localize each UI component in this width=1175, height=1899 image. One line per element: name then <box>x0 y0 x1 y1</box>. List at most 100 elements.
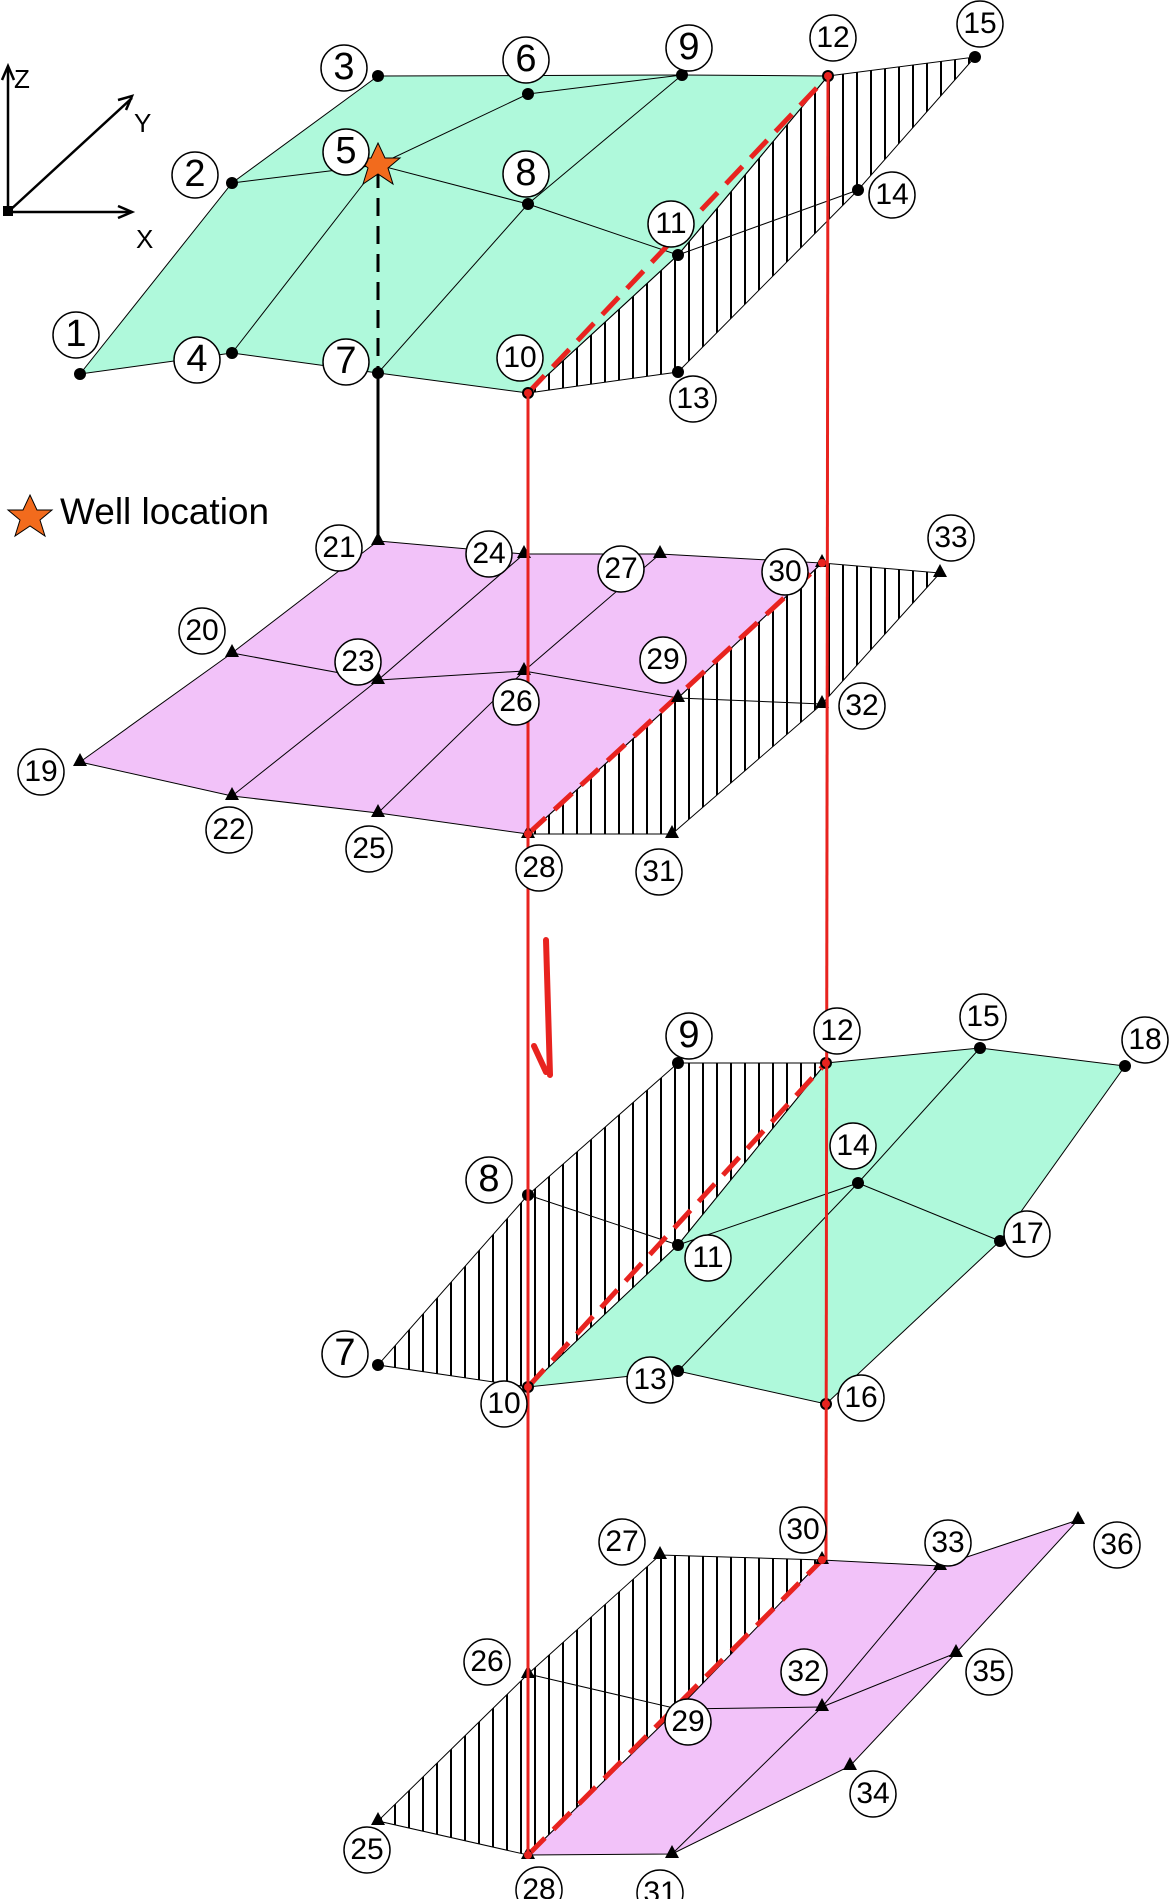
node-label-text: 27 <box>604 552 637 585</box>
node-label-text: 26 <box>499 685 532 718</box>
panel-1-nodes <box>74 51 981 399</box>
node-label-35: 35 <box>965 1648 1013 1696</box>
node-label-text: 7 <box>334 1332 355 1374</box>
node-label-text: 23 <box>341 645 374 678</box>
node-label-30: 30 <box>779 1506 827 1554</box>
node-label-text: 25 <box>352 832 385 865</box>
node-label-13: 13 <box>669 375 717 423</box>
node-label-34: 34 <box>849 1770 897 1818</box>
legend-star-icon <box>6 493 54 538</box>
node-labels: 1234567891011121314151920212223242526272… <box>17 0 1169 1899</box>
axis-indicator <box>0 62 136 220</box>
node-label-32: 32 <box>838 682 886 730</box>
node-label-12: 12 <box>809 14 857 62</box>
node-label-17: 17 <box>1003 1210 1051 1258</box>
node-label-29: 29 <box>639 636 687 684</box>
axis-y-label: Y <box>134 108 151 138</box>
node-label-23: 23 <box>334 638 382 686</box>
node-label-text: 10 <box>503 341 536 374</box>
node-label-text: 12 <box>816 21 849 54</box>
node-label-text: 30 <box>768 555 801 588</box>
node-label-6: 6 <box>502 36 550 84</box>
node-label-28: 28 <box>515 844 563 892</box>
node-label-31: 31 <box>636 1869 684 1899</box>
node-label-3: 3 <box>320 44 368 92</box>
node-label-text: 33 <box>934 521 967 554</box>
node-label-text: 36 <box>1100 1528 1133 1561</box>
node-label-text: 16 <box>844 1381 877 1414</box>
node-label-15: 15 <box>956 0 1004 48</box>
node-label-text: 18 <box>1128 1023 1161 1056</box>
node-label-text: 11 <box>692 1241 723 1274</box>
node-label-18: 18 <box>1121 1016 1169 1064</box>
node-label-text: 14 <box>836 1129 869 1162</box>
node-label-14: 14 <box>829 1122 877 1170</box>
node-label-22: 22 <box>205 806 253 854</box>
node-label-27: 27 <box>597 545 645 593</box>
node-label-text: 5 <box>335 130 356 172</box>
node-label-text: 35 <box>972 1655 1005 1688</box>
node-label-19: 19 <box>17 748 65 796</box>
node-label-text: 32 <box>845 689 878 722</box>
panel-4-fault-line <box>526 1558 824 1857</box>
node-label-text: 7 <box>335 340 356 382</box>
node-label-33: 33 <box>927 514 975 562</box>
node-label-8: 8 <box>465 1156 513 1204</box>
node-label-text: 13 <box>676 382 709 415</box>
node-label-text: 29 <box>646 643 679 676</box>
node-label-10: 10 <box>480 1380 528 1428</box>
node-label-text: 31 <box>642 855 675 888</box>
node-label-text: 28 <box>522 1873 555 1899</box>
node-label-text: 34 <box>856 1777 889 1810</box>
node-label-text: 21 <box>322 531 355 564</box>
node-label-10: 10 <box>496 334 544 382</box>
node-label-25: 25 <box>345 825 393 873</box>
axis-origin <box>3 206 13 216</box>
node-label-text: 3 <box>333 46 354 88</box>
node-label-4: 4 <box>173 336 221 384</box>
node-label-text: 13 <box>633 1363 666 1396</box>
node-label-26: 26 <box>463 1638 511 1686</box>
node-label-20: 20 <box>178 607 226 655</box>
node-label-text: 1 <box>65 313 86 355</box>
node-label-2: 2 <box>171 151 219 199</box>
node-label-text: 10 <box>487 1387 520 1420</box>
node-label-text: 14 <box>875 178 908 211</box>
node-label-7: 7 <box>322 338 370 386</box>
node-label-16: 16 <box>837 1374 885 1422</box>
node-label-text: 30 <box>786 1513 819 1546</box>
node-label-text: 8 <box>478 1158 499 1200</box>
node-label-5: 5 <box>322 128 370 176</box>
panel-2-nodes <box>73 532 947 838</box>
node-label-32: 32 <box>780 1648 828 1696</box>
node-label-text: 9 <box>678 1014 699 1056</box>
node-label-30: 30 <box>761 548 809 596</box>
node-label-text: 31 <box>643 1876 676 1899</box>
fault-endpoint-dots <box>524 72 832 1859</box>
fault-vertical-lines <box>526 75 830 1855</box>
axis-z-label: Z <box>14 64 30 94</box>
node-label-text: 12 <box>820 1014 853 1047</box>
node-label-text: 2 <box>184 153 205 195</box>
node-label-text: 26 <box>470 1645 503 1678</box>
node-label-21: 21 <box>315 524 363 572</box>
node-label-26: 26 <box>492 678 540 726</box>
node-label-text: 8 <box>515 152 536 194</box>
node-label-14: 14 <box>868 171 916 219</box>
node-label-24: 24 <box>465 530 513 578</box>
panel-3-grid-lines <box>527 1047 1001 1372</box>
panel-3-fault-line <box>526 1061 828 1389</box>
node-label-text: 9 <box>678 26 699 68</box>
node-label-11: 11 <box>647 200 695 248</box>
node-label-15: 15 <box>959 993 1007 1041</box>
node-label-1: 1 <box>52 311 100 359</box>
node-label-29: 29 <box>664 1698 712 1746</box>
fault-slip-arrow-icon <box>531 937 553 1078</box>
node-label-text: 20 <box>185 614 218 647</box>
node-label-12: 12 <box>813 1007 861 1055</box>
node-label-31: 31 <box>635 848 683 896</box>
node-label-27: 27 <box>598 1518 646 1566</box>
node-label-text: 22 <box>212 813 245 846</box>
node-label-11: 11 <box>684 1234 732 1282</box>
